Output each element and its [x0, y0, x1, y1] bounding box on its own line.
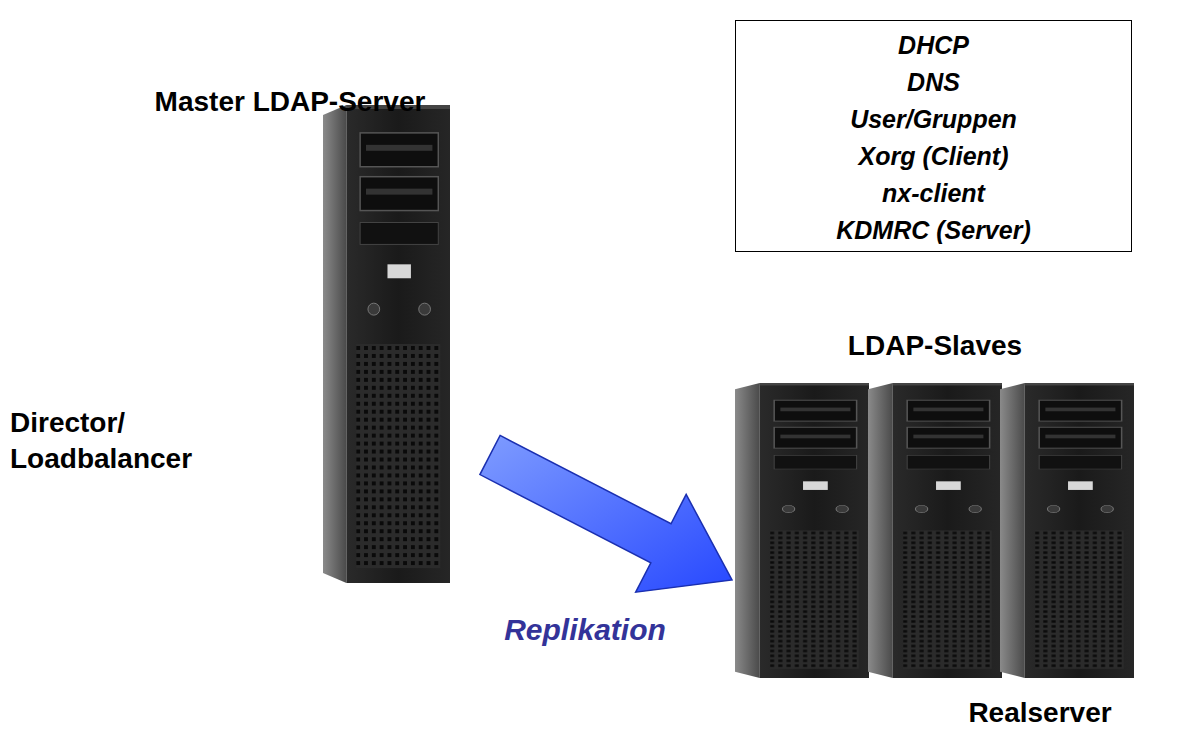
master-server-node: Master LDAP-ServerDirector/ Loadbalancer [0, 70, 480, 590]
service-name: KDMRC (Server) [736, 212, 1131, 249]
service-list-box: DHCPDNSUser/GruppenXorg (Client)nx-clien… [735, 20, 1132, 252]
server-label: Director/ Loadbalancer [10, 405, 230, 477]
service-name: DHCP [736, 27, 1131, 64]
service-name: DNS [736, 64, 1131, 101]
slave-server-node: LDAP-SlavesRealserver [720, 320, 1180, 740]
server-label: Master LDAP-Server [130, 84, 450, 120]
service-name: User/Gruppen [736, 101, 1131, 138]
service-name: Xorg (Client) [736, 138, 1131, 175]
service-name: nx-client [736, 175, 1131, 212]
server-label: LDAP-Slaves [720, 328, 1150, 364]
server-label: Realserver [940, 695, 1140, 731]
edge-label: Replikation [470, 612, 700, 648]
replication-arrow [480, 435, 732, 592]
